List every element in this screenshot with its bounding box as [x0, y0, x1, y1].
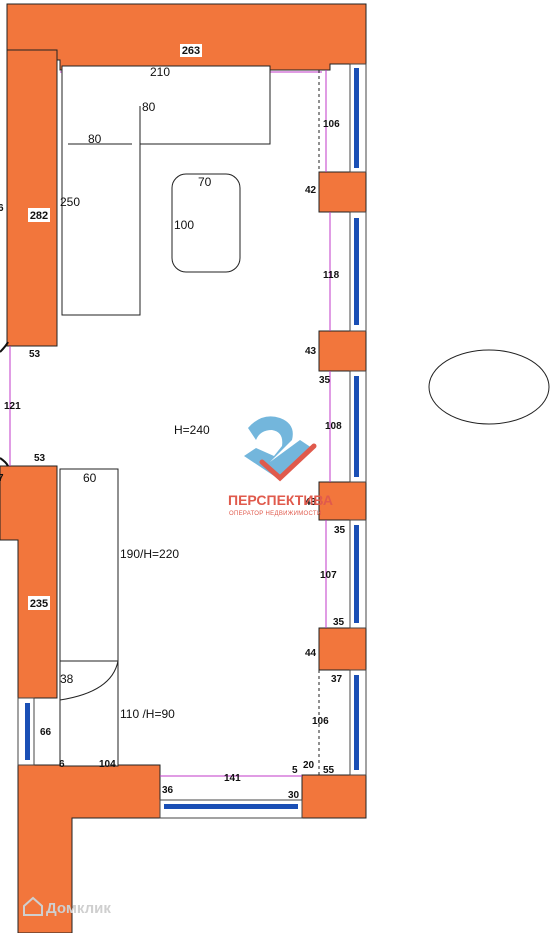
dim-right-42: 42: [305, 185, 317, 196]
dim-top: 263: [182, 45, 200, 57]
dim-left-upper: 282: [30, 210, 48, 222]
dim-right-35a: 35: [319, 375, 331, 386]
dim-right-37: 37: [331, 674, 343, 685]
kitchen-island: [171, 173, 241, 273]
dim-bottom-20: 20: [303, 760, 315, 771]
dim-right-106b: 106: [312, 716, 329, 727]
walls: [0, 3, 367, 933]
dim-bottom-36: 36: [162, 785, 174, 796]
dim-door-gap: 121: [4, 401, 21, 412]
label-bg-left-upper: [28, 208, 50, 222]
wall-top: [6, 3, 367, 71]
cabinet-190: 190/H=220: [120, 547, 179, 561]
right-dimension-labels: 106 42 118 43 35 108 43 35 107 35 44 37 …: [305, 119, 346, 727]
counter-80-left: 80: [88, 132, 102, 146]
windows: [17, 63, 367, 819]
logo-check: [259, 443, 317, 482]
window-right-4-glass: [354, 525, 359, 623]
cabinet-110: 110 /H=90: [120, 707, 175, 721]
dim-pier-top: 53: [29, 349, 41, 360]
house-icon: [23, 896, 43, 916]
dim-left-window: 66: [40, 727, 52, 738]
pier-right-3: [318, 481, 367, 521]
dim-right-44: 44: [305, 648, 317, 659]
pier-right-1: [318, 171, 367, 213]
dim-bottom-5: 5: [292, 765, 298, 776]
wall-left-lower: [0, 465, 58, 699]
dim-right-108: 108: [325, 421, 342, 432]
door-arc-bottom: [0, 457, 9, 467]
dim-top-inner: 210: [150, 65, 170, 79]
door-swing-arc: [59, 660, 119, 701]
logo-name: ПЕРСПЕКТИВА: [228, 492, 333, 508]
watermark-text: Домклик: [46, 900, 111, 917]
wall-bottom-left: [17, 764, 161, 933]
dim-left-cut: 6: [0, 203, 4, 214]
dim-pier-bottom: 53: [34, 453, 46, 464]
window-left-glass: [25, 703, 30, 760]
island-70: 70: [198, 175, 212, 189]
window-right-2-glass: [354, 218, 359, 325]
dim-right-106a: 106: [323, 119, 340, 130]
window-right-3-glass: [354, 376, 359, 477]
dim-left-38: 38: [60, 672, 74, 686]
dim-left-lower: 235: [30, 598, 48, 610]
dim-bottom-small: 6: [59, 759, 65, 770]
label-bg-top: [180, 44, 202, 57]
dim-bottom-104: 104: [99, 759, 116, 770]
company-logo: ПЕРСПЕКТИВА ОПЕРАТОР НЕДВИЖИМОСТИ: [228, 416, 333, 517]
wall-left-upper: [6, 49, 58, 347]
pier-right-2: [318, 330, 367, 372]
counter-80-top: 80: [142, 100, 156, 114]
pier-right-4: [318, 627, 367, 671]
dim-right-43a: 43: [305, 346, 317, 357]
low-cabinet: [59, 660, 119, 767]
door-arc-top: [0, 341, 9, 353]
label-bg-left-lower: [28, 596, 50, 610]
island-100: 100: [174, 218, 194, 232]
ceiling-height: H=240: [174, 423, 210, 437]
domclick-watermark: Домклик: [23, 896, 111, 917]
counter-250: 250: [60, 195, 80, 209]
outside-ellipse: [428, 349, 550, 425]
furniture: [59, 65, 550, 767]
dimension-labels: 263 210 282 6 235 7 53 121 53 66 38 6 10…: [0, 44, 335, 801]
dim-window-bottom: 141: [224, 773, 241, 784]
dim-bottom-55: 55: [323, 765, 335, 776]
logo-tagline: ОПЕРАТОР НЕДВИЖИМОСТИ: [229, 511, 322, 517]
dim-right-118: 118: [323, 270, 340, 281]
dim-left-cut2: 7: [0, 473, 4, 484]
furniture-labels: 80 80 250 70 100 60 190/H=220 110 /H=90 …: [60, 100, 212, 721]
window-right-5-glass: [354, 675, 359, 770]
wall-bottom-right: [301, 774, 367, 819]
cabinet-60: 60: [83, 471, 97, 485]
dim-right-107: 107: [320, 570, 337, 581]
dim-right-35b: 35: [334, 525, 346, 536]
window-bottom-glass: [164, 804, 298, 809]
dim-bottom-30: 30: [288, 790, 300, 801]
dim-right-35c: 35: [333, 617, 345, 628]
tall-cabinet: [59, 468, 119, 662]
logo-mark: [244, 416, 312, 480]
window-right-1-glass: [354, 68, 359, 168]
dim-right-43b: 43: [305, 497, 317, 508]
